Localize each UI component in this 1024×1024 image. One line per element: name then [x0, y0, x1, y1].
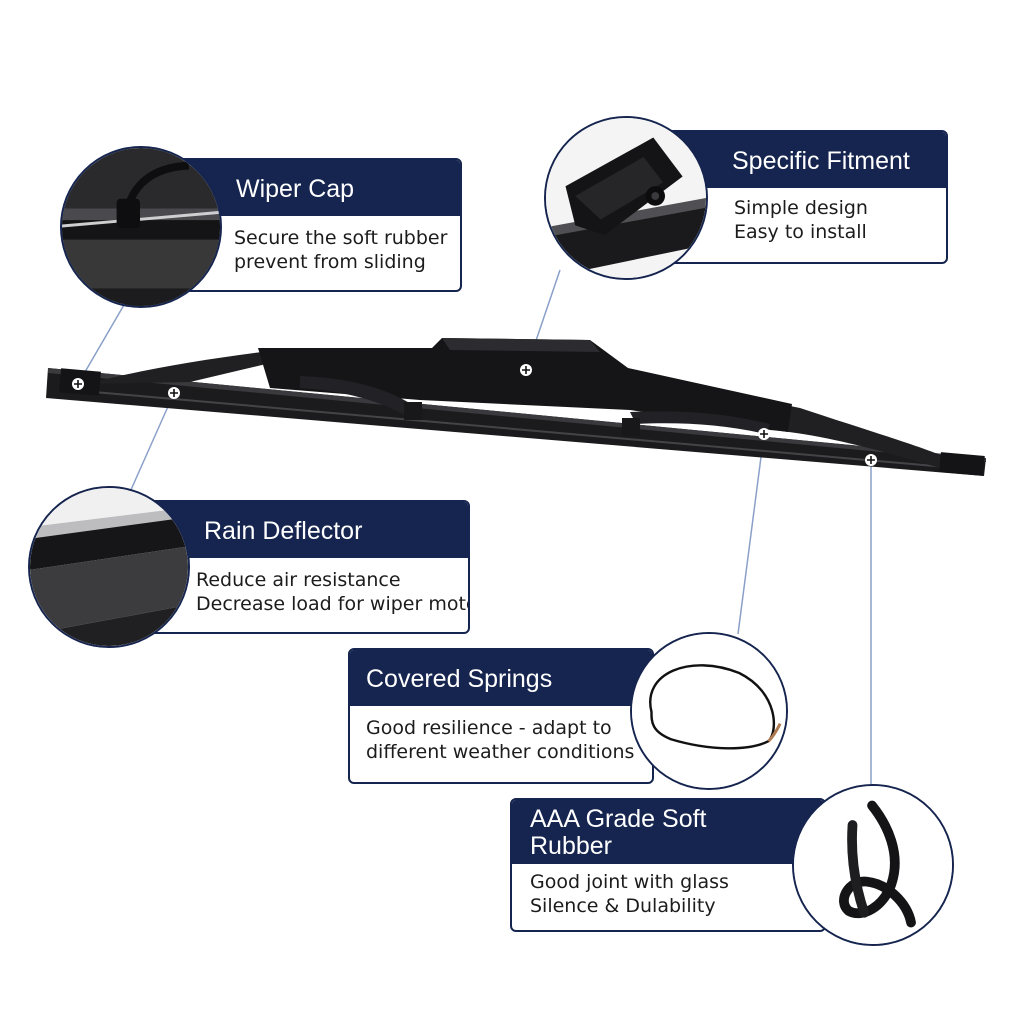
callout-title: Rain Deflector [150, 502, 468, 558]
marker-icon [168, 387, 180, 399]
callout-line: Decrease load for wiper motor [196, 593, 470, 615]
callout-line: Good resilience - adapt to [366, 717, 612, 739]
callout-line: different weather conditions [366, 741, 635, 763]
callout-line: Reduce air resistance [196, 569, 401, 591]
callout-line: Silence & Dulability [530, 895, 716, 917]
deflector-closeup-icon [28, 486, 190, 648]
rubber-strip-icon [792, 784, 954, 946]
callout-title: Covered Springs [350, 650, 652, 706]
spring-wire-icon [630, 632, 788, 790]
marker-icon [72, 378, 84, 390]
callout-line: prevent from sliding [234, 251, 426, 273]
callout-line: Simple design [734, 197, 868, 219]
wiper-cap-closeup-icon [60, 146, 222, 308]
callout-title-line: AAA Grade Soft [530, 805, 707, 833]
callout-markers [72, 364, 877, 466]
callout-line: Good joint with glass [530, 871, 729, 893]
marker-icon [520, 364, 532, 376]
callout-line: Easy to install [734, 221, 867, 243]
callout-rain-deflector: Rain Deflector Reduce air resistance Dec… [148, 500, 470, 634]
callout-line: Secure the soft rubber [234, 227, 448, 249]
callout-title-line: Rubber [530, 832, 612, 860]
connector-closeup-icon [544, 116, 708, 280]
marker-icon [758, 428, 770, 440]
frame-center [258, 338, 792, 432]
marker-icon [865, 454, 877, 466]
callout-soft-rubber: AAA Grade Soft Rubber Good joint with gl… [510, 798, 826, 932]
callout-specific-fitment: Specific Fitment Simple design Easy to i… [652, 130, 948, 264]
frame-arm-left [86, 352, 300, 384]
callout-title: AAA Grade Soft Rubber [512, 800, 824, 864]
callout-covered-springs: Covered Springs Good resilience - adapt … [348, 648, 654, 784]
